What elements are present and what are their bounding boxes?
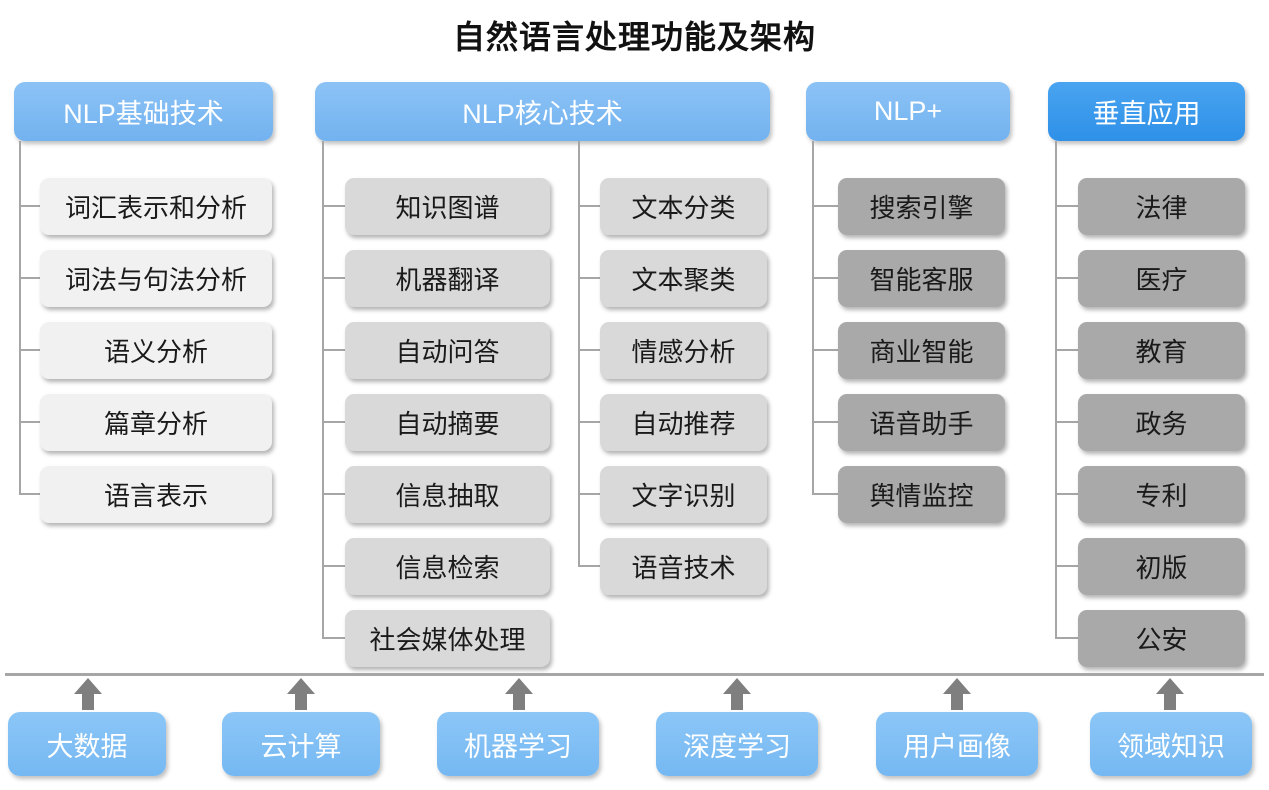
connector-stub — [1055, 421, 1078, 423]
header-nlp-basic: NLP基础技术 — [14, 82, 273, 141]
node-question-answering: 自动问答 — [345, 322, 550, 379]
node-auto-recommendation: 自动推荐 — [600, 394, 767, 451]
up-arrow-icon — [287, 678, 315, 710]
node-machine-translation: 机器翻译 — [345, 250, 550, 307]
connector-stub — [578, 493, 600, 495]
connector-stub — [19, 349, 40, 351]
node-education: 教育 — [1078, 322, 1245, 379]
diagram-title: 自然语言处理功能及架构 — [452, 19, 816, 55]
node-information-extraction: 信息抽取 — [345, 466, 550, 523]
node-language-representation: 语言表示 — [40, 466, 272, 523]
node-semantic-analysis: 语义分析 — [40, 322, 272, 379]
up-arrow-icon — [505, 678, 533, 710]
connector-stub — [322, 205, 345, 207]
connector-stub — [578, 421, 600, 423]
node-smart-customer-service: 智能客服 — [838, 250, 1005, 307]
connector-stub — [1055, 493, 1078, 495]
node-ocr: 文字识别 — [600, 466, 767, 523]
connector-stub — [1055, 565, 1078, 567]
node-patent: 专利 — [1078, 466, 1245, 523]
connector-stub — [812, 205, 838, 207]
up-arrow-icon — [723, 678, 751, 710]
foundation-cloud-computing: 云计算 — [222, 712, 380, 776]
connector-stub — [19, 493, 40, 495]
up-arrow-icon — [943, 678, 971, 710]
foundation-big-data: 大数据 — [8, 712, 166, 776]
connector-stub — [19, 277, 40, 279]
node-text-classification: 文本分类 — [600, 178, 767, 235]
connector-stub — [322, 637, 345, 639]
header-nlp-core: NLP核心技术 — [315, 82, 770, 141]
connector-line — [578, 141, 580, 567]
connector-stub — [1055, 277, 1078, 279]
connector-stub — [812, 421, 838, 423]
node-information-retrieval: 信息检索 — [345, 538, 550, 595]
node-knowledge-graph: 知识图谱 — [345, 178, 550, 235]
connector-stub — [322, 565, 345, 567]
nlp-basic-items: 词汇表示和分析 词法与句法分析 语义分析 篇章分析 语言表示 — [40, 178, 272, 523]
connector-stub — [812, 277, 838, 279]
node-opinion-monitoring: 舆情监控 — [838, 466, 1005, 523]
node-text-clustering: 文本聚类 — [600, 250, 767, 307]
connector-stub — [578, 277, 600, 279]
node-public-security: 公安 — [1078, 610, 1245, 667]
foundation-user-profile: 用户画像 — [876, 712, 1038, 776]
node-government: 政务 — [1078, 394, 1245, 451]
connector-stub — [1055, 349, 1078, 351]
connector-stub — [1055, 637, 1078, 639]
vertical-app-items: 法律 医疗 教育 政务 专利 初版 公安 — [1078, 178, 1245, 667]
foundation-machine-learning: 机器学习 — [437, 712, 599, 776]
node-sentiment-analysis: 情感分析 — [600, 322, 767, 379]
connector-stub — [19, 421, 40, 423]
connector-line — [19, 141, 21, 495]
header-nlp-plus: NLP+ — [806, 82, 1010, 141]
node-business-intelligence: 商业智能 — [838, 322, 1005, 379]
connector-stub — [19, 205, 40, 207]
connector-line — [812, 141, 814, 495]
connector-stub — [322, 493, 345, 495]
connector-stub — [322, 349, 345, 351]
connector-stub — [578, 565, 600, 567]
connector-stub — [322, 421, 345, 423]
node-publishing: 初版 — [1078, 538, 1245, 595]
connector-stub — [322, 277, 345, 279]
foundation-domain-knowledge: 领域知识 — [1090, 712, 1252, 776]
connector-stub — [812, 349, 838, 351]
node-search-engine: 搜索引擎 — [838, 178, 1005, 235]
node-social-media-processing: 社会媒体处理 — [345, 610, 550, 667]
up-arrow-icon — [74, 678, 102, 710]
node-discourse-analysis: 篇章分析 — [40, 394, 272, 451]
connector-line — [1055, 141, 1057, 639]
nlp-core-items-left: 知识图谱 机器翻译 自动问答 自动摘要 信息抽取 信息检索 社会媒体处理 — [345, 178, 550, 667]
header-vertical-apps: 垂直应用 — [1048, 82, 1245, 141]
node-medical: 医疗 — [1078, 250, 1245, 307]
node-auto-summarization: 自动摘要 — [345, 394, 550, 451]
connector-stub — [1055, 205, 1078, 207]
connector-line — [322, 141, 324, 639]
connector-stub — [578, 205, 600, 207]
node-lexical-representation-analysis: 词汇表示和分析 — [40, 178, 272, 235]
node-legal: 法律 — [1078, 178, 1245, 235]
connector-stub — [578, 349, 600, 351]
nlp-plus-items: 搜索引擎 智能客服 商业智能 语音助手 舆情监控 — [838, 178, 1005, 523]
foundation-deep-learning: 深度学习 — [656, 712, 818, 776]
foundation-baseline — [5, 673, 1264, 676]
nlp-core-items-right: 文本分类 文本聚类 情感分析 自动推荐 文字识别 语音技术 — [600, 178, 767, 595]
node-morphology-syntax-analysis: 词法与句法分析 — [40, 250, 272, 307]
node-speech-technology: 语音技术 — [600, 538, 767, 595]
connector-stub — [812, 493, 838, 495]
node-voice-assistant: 语音助手 — [838, 394, 1005, 451]
up-arrow-icon — [1156, 678, 1184, 710]
